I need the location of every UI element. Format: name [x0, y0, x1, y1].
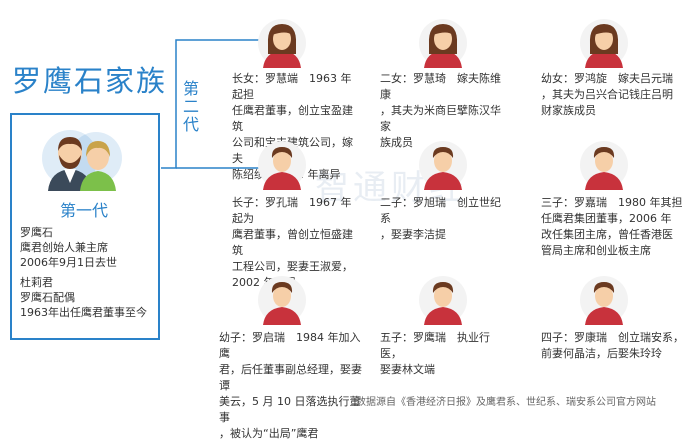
spouse-desc: 1963年出任鹰君董事至今 [20, 306, 147, 319]
desc-line: 工程公司，娶妻王淑爱， [232, 260, 353, 273]
desc-line: 财家族成员 [541, 104, 596, 117]
founder-role: 鹰君创始人兼主席 [20, 241, 108, 254]
founder-name: 罗鹰石 [20, 226, 53, 239]
male-avatar-icon [258, 141, 306, 190]
desc-line: ，娶妻李洁提 [380, 228, 446, 241]
desc-line: 前妻何晶洁，后娶朱玲玲 [541, 347, 662, 360]
desc-line: 鹰君董事，曾创立恒盛建筑 [232, 228, 353, 257]
member-card-youngest-daughter: 幼女：罗鸿旋 嫁夫吕元瑞 ，其夫为吕兴合记钱庄吕明 财家族成员 [541, 71, 681, 119]
desc-line: 三子：罗嘉瑞 1980 年其担 [541, 196, 683, 209]
desc-line: 幼子：罗启瑞 1984 年加入鹰 [219, 331, 361, 360]
desc-line: 任鹰君集团董事，2006 年 [541, 212, 672, 225]
male-avatar-icon [580, 141, 628, 190]
male-avatar-icon [419, 276, 467, 325]
founders-avatar-icon [42, 130, 122, 191]
gen2-char: 二 [182, 97, 199, 116]
desc-line: 长女：罗慧端 1963 年起担 [232, 72, 352, 101]
member-card-fourth-son: 四子：罗康瑞 创立瑞安系， 前妻何晶洁，后娶朱玲玲 [541, 330, 686, 362]
spouse-name: 杜莉君 [20, 276, 53, 289]
spouse-role: 罗鹰石配偶 [20, 291, 75, 304]
desc-line: 公司和宝丰建筑公司，嫁夫 [232, 136, 353, 165]
member-card-second-son: 二子：罗旭瑞 创立世纪系 ，娶妻李洁提 [380, 195, 510, 243]
male-avatar-icon [419, 141, 467, 190]
member-card-eldest-son: 长子：罗孔瑞 1967 年起为 鹰君董事，曾创立恒盛建筑 工程公司，娶妻王淑爱，… [232, 195, 362, 291]
desc-line: 五子：罗鹰瑞 执业行医， [380, 331, 490, 360]
desc-line: 管局主席和创业板主席 [541, 244, 651, 257]
desc-line: 长子：罗孔瑞 1967 年起为 [232, 196, 352, 225]
female-avatar-icon [419, 19, 467, 68]
desc-line: ，被认为“出局”鹰君 [219, 427, 319, 440]
gen2-char: 代 [182, 115, 199, 134]
desc-line: ，其夫为米商巨擘陈汉华家 [380, 104, 501, 133]
member-card-third-son: 三子：罗嘉瑞 1980 年其担 任鹰君集团董事，2006 年 改任集团主席，曾任… [541, 195, 686, 259]
desc-line: 美云，5 月 10 日落选执行董事 [219, 395, 361, 424]
female-avatar-icon [580, 19, 628, 68]
desc-line: 幼女：罗鸿旋 嫁夫吕元瑞 [541, 72, 673, 85]
member-card-second-daughter: 二女：罗慧琦 嫁夫陈维康 ，其夫为米商巨擘陈汉华家 族成员 [380, 71, 510, 151]
desc-line: 任鹰君董事，创立宝盈建筑 [232, 104, 353, 133]
desc-line: 二女：罗慧琦 嫁夫陈维康 [380, 72, 501, 101]
desc-line: ，其夫为吕兴合记钱庄吕明 [541, 88, 673, 101]
desc-line: 改任集团主席，曾任香港医 [541, 228, 673, 241]
source-note: 数据源自《香港经济日报》及鹰君系、世纪系、瑞安系公司官方网站 [356, 397, 656, 408]
gen2-char: 第 [182, 79, 199, 98]
page-title: 罗鹰石家族 [12, 64, 168, 98]
desc-line: 二子：罗旭瑞 创立世纪系 [380, 196, 501, 225]
member-card-youngest-son: 幼子：罗启瑞 1984 年加入鹰 君，后任董事副总经理，娶妻谭 美云，5 月 1… [219, 330, 369, 442]
desc-line: 娶妻林文端 [380, 363, 435, 376]
founder-death: 2006年9月1日去世 [20, 256, 117, 269]
second-generation-label: 第 二 代 [182, 80, 200, 134]
female-avatar-icon [258, 19, 306, 68]
desc-line: 族成员 [380, 136, 413, 149]
male-avatar-icon [258, 276, 306, 325]
desc-line: 君，后任董事副总经理，娶妻谭 [219, 363, 362, 392]
desc-line: 四子：罗康瑞 创立瑞安系， [541, 331, 684, 344]
founder-box [10, 113, 160, 340]
first-generation-label: 第一代 [60, 201, 109, 220]
member-card-fifth-son: 五子：罗鹰瑞 执业行医， 娶妻林文端 [380, 330, 510, 378]
male-avatar-icon [580, 276, 628, 325]
